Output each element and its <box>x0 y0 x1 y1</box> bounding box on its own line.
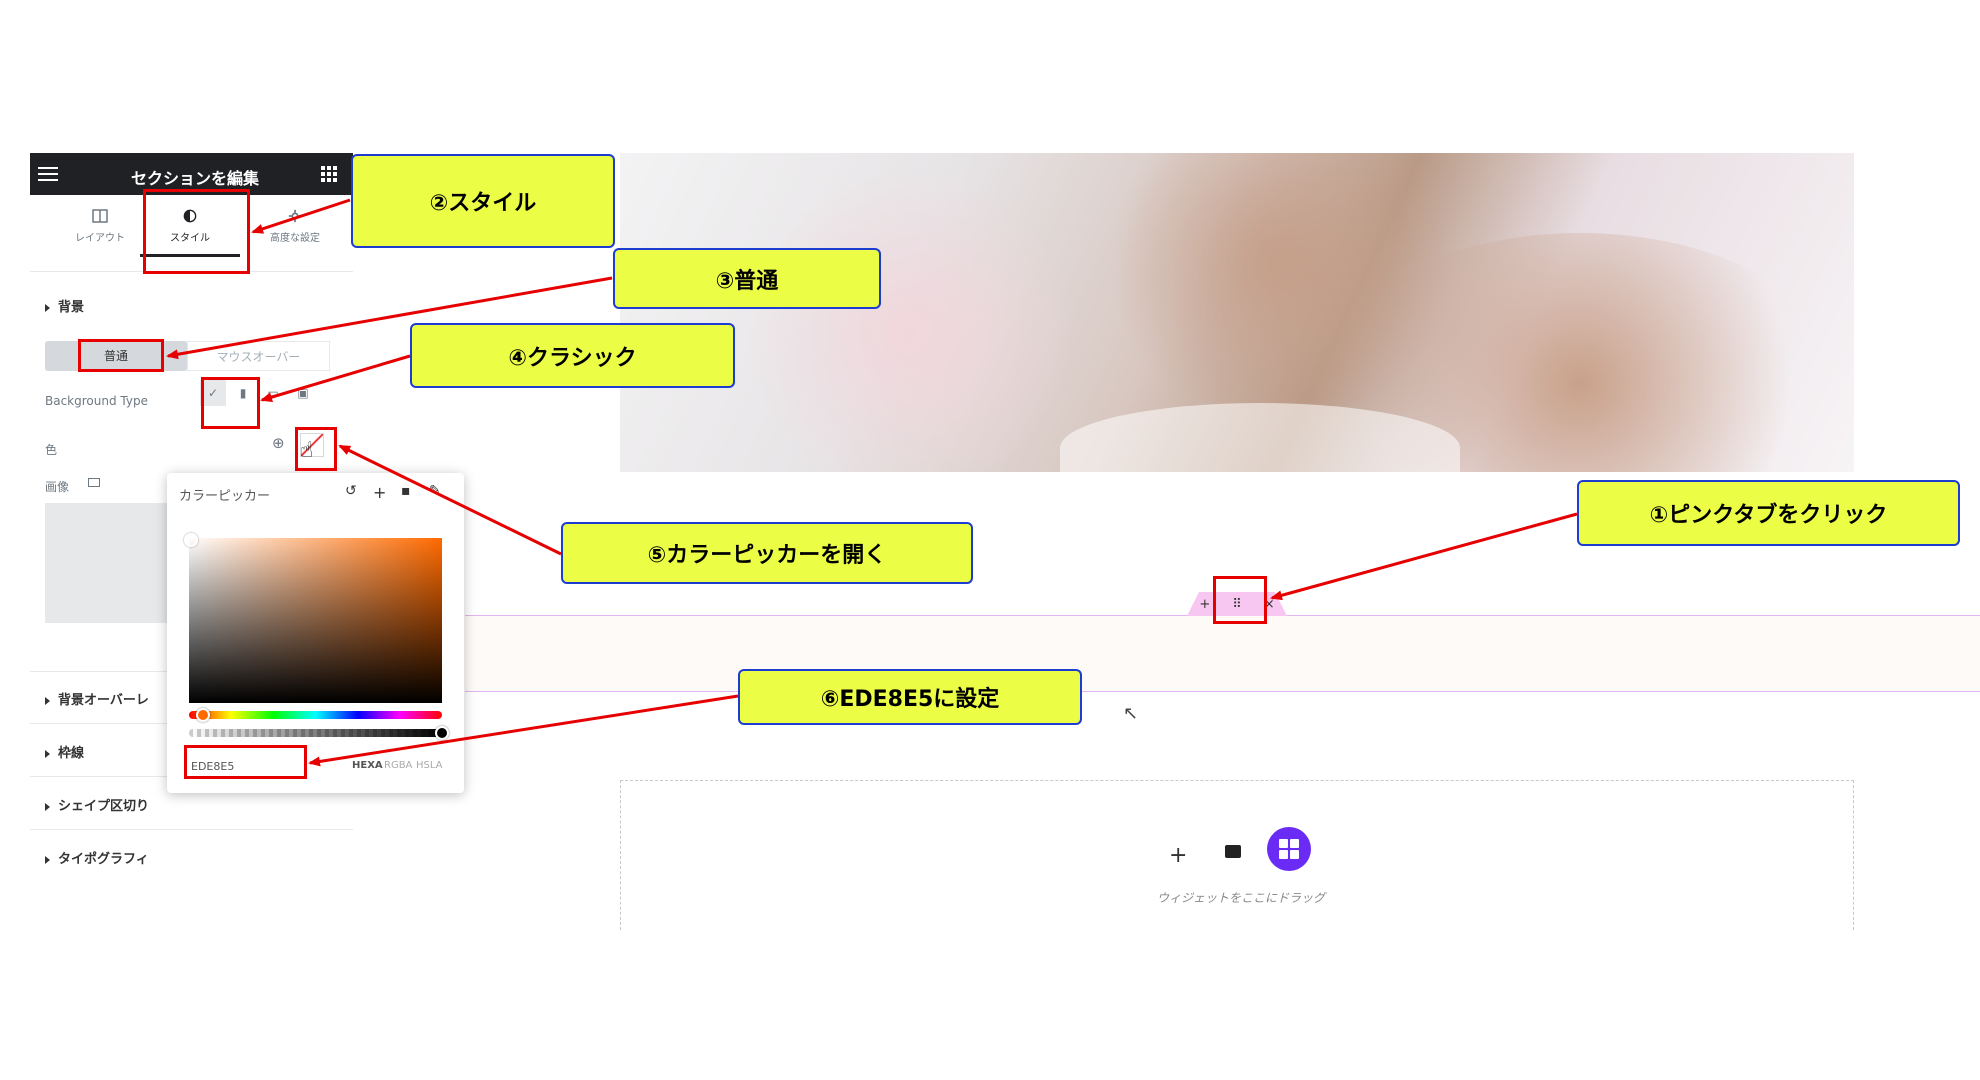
section-row[interactable] <box>465 615 1980 692</box>
section-typography[interactable]: タイポグラフィ <box>45 848 149 867</box>
state-hover-tab[interactable]: マウスオーバー <box>187 341 330 371</box>
saturation-handle[interactable] <box>184 533 198 547</box>
mode-rgba[interactable]: RGBA <box>384 760 413 771</box>
add-icon[interactable]: + <box>1199 596 1211 612</box>
add-section-icon[interactable]: + <box>1169 843 1188 868</box>
drag-handle-icon[interactable]: ⠿ <box>1232 596 1242 612</box>
opacity-handle[interactable] <box>435 726 449 740</box>
callout-step3: ③普通 <box>613 248 881 309</box>
active-tab-indicator <box>140 254 240 257</box>
caret-icon <box>45 696 50 705</box>
mode-hexa[interactable]: HEXA <box>352 760 383 771</box>
callout-step1: ①ピンクタブをクリック <box>1577 480 1960 546</box>
color-picker-title: カラーピッカー <box>179 489 271 504</box>
slideshow-icon[interactable]: ▣ <box>297 386 309 400</box>
callout-step6: ⑥EDE8E5に設定 <box>738 669 1082 725</box>
opacity-slider[interactable] <box>189 729 442 737</box>
caret-icon <box>45 749 50 758</box>
arrow-step4 <box>260 354 411 402</box>
callout-step5: ⑤カラーピッカーを開く <box>561 522 973 584</box>
tab-style-label: スタイル <box>170 233 210 244</box>
color-swatch-icon[interactable] <box>300 433 324 457</box>
image-bowl <box>1060 403 1460 472</box>
section-background-label: 背景 <box>58 300 85 315</box>
trash-icon[interactable]: ▪ <box>401 483 411 499</box>
tab-advanced-label: 高度な設定 <box>270 233 320 244</box>
highlight-normal <box>78 339 164 372</box>
panel-title: セクションを編集 <box>130 169 259 188</box>
tab-style[interactable]: スタイル <box>140 209 240 267</box>
saturation-value-area[interactable] <box>189 538 442 703</box>
color-label: 色 <box>45 443 58 457</box>
add-icon[interactable]: + <box>373 483 387 502</box>
drop-hint: ウィジェットをここにドラッグ <box>1156 891 1325 905</box>
panel-header: セクションを編集 <box>30 153 353 195</box>
section-background[interactable]: 背景 <box>45 296 84 315</box>
caret-icon <box>45 855 50 864</box>
hamburger-icon[interactable] <box>38 167 58 181</box>
background-type-label: Background Type <box>45 394 148 408</box>
mode-hsla[interactable]: HSLA <box>416 760 443 771</box>
arrow-step1 <box>1270 512 1578 601</box>
reset-icon[interactable]: ↺ <box>345 483 357 499</box>
section-label: タイポグラフィ <box>58 852 149 867</box>
arrow-step2 <box>251 198 351 234</box>
hue-handle[interactable] <box>196 708 210 722</box>
brush-icon[interactable]: ✓ <box>200 380 226 406</box>
half-circle-icon <box>183 209 197 223</box>
callout-step2: ②スタイル <box>351 154 615 248</box>
highlight-section-handle <box>1213 576 1267 624</box>
section-label: 背景オーバーレ <box>58 693 149 708</box>
monitor-icon[interactable] <box>88 478 100 487</box>
hue-slider[interactable] <box>189 711 442 719</box>
folder-icon[interactable] <box>1225 845 1241 858</box>
hex-input[interactable] <box>187 753 305 779</box>
gradient-icon[interactable]: ▮ <box>239 386 247 400</box>
arrow-step5 <box>338 444 562 556</box>
hero-image <box>620 153 1854 472</box>
state-toggle: 普通 マウスオーバー <box>45 341 330 371</box>
image-blur <box>740 173 1080 472</box>
columns-icon <box>92 209 108 223</box>
widget-drop-area[interactable]: + ウィジェットをここにドラッグ <box>620 780 1854 930</box>
section-border[interactable]: 枠線 <box>45 742 84 761</box>
caret-icon <box>45 802 50 811</box>
highlight-style-tab <box>143 189 250 274</box>
callout-step4: ④クラシック <box>410 323 735 388</box>
section-label: 枠線 <box>58 746 85 761</box>
template-library-icon[interactable] <box>1267 827 1311 871</box>
grid-icon[interactable] <box>321 166 337 182</box>
caret-icon <box>45 303 50 312</box>
arrow-step3 <box>166 276 613 360</box>
hand-pointer-icon: ☝ <box>300 438 314 463</box>
highlight-hex-input <box>184 745 307 779</box>
color-picker-popover: カラーピッカー ↺ + ▪ ✎ HEXA RGBA HSLA <box>167 473 464 793</box>
image-label: 画像 <box>45 480 70 494</box>
section-label: シェイプ区切り <box>58 799 150 814</box>
mouse-cursor-icon: ↖ <box>1123 703 1139 724</box>
highlight-color-swatch <box>295 427 337 471</box>
section-shape-divider[interactable]: シェイプ区切り <box>45 795 149 814</box>
section-background-overlay[interactable]: 背景オーバーレ <box>45 689 149 708</box>
divider <box>30 829 353 830</box>
tab-layout-label: レイアウト <box>75 233 125 244</box>
arrow-step6 <box>308 694 739 767</box>
highlight-classic <box>201 377 260 429</box>
tab-layout[interactable]: レイアウト <box>50 209 150 267</box>
close-icon[interactable]: × <box>1263 596 1275 612</box>
globe-icon[interactable]: ⊕ <box>272 434 285 452</box>
